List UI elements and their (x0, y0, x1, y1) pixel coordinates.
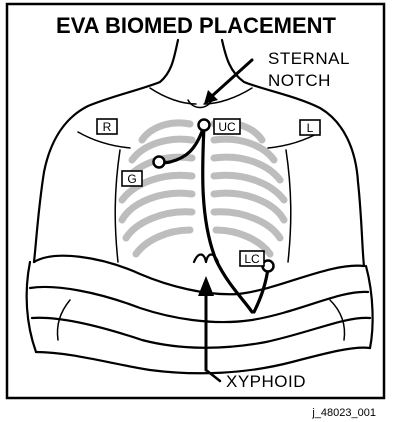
electrode-g-label: G (127, 172, 136, 186)
diagram-title: EVA BIOMED PLACEMENT (56, 13, 336, 38)
sternal-notch-label-line1: STERNAL (268, 49, 350, 68)
electrode-uc-dot (199, 120, 210, 131)
electrode-r: R (97, 119, 117, 134)
electrode-l-label: L (307, 121, 314, 135)
sternal-notch-label-line2: NOTCH (268, 71, 331, 90)
electrode-g-dot (154, 157, 165, 168)
xyphoid-label: XYPHOID (226, 372, 306, 391)
electrode-r-label: R (103, 120, 112, 134)
electrode-l: L (300, 120, 320, 135)
electrode-uc-label: UC (218, 120, 236, 134)
figure-id-caption: j_48023_001 (311, 407, 376, 419)
electrode-lc-label: LC (244, 252, 260, 266)
